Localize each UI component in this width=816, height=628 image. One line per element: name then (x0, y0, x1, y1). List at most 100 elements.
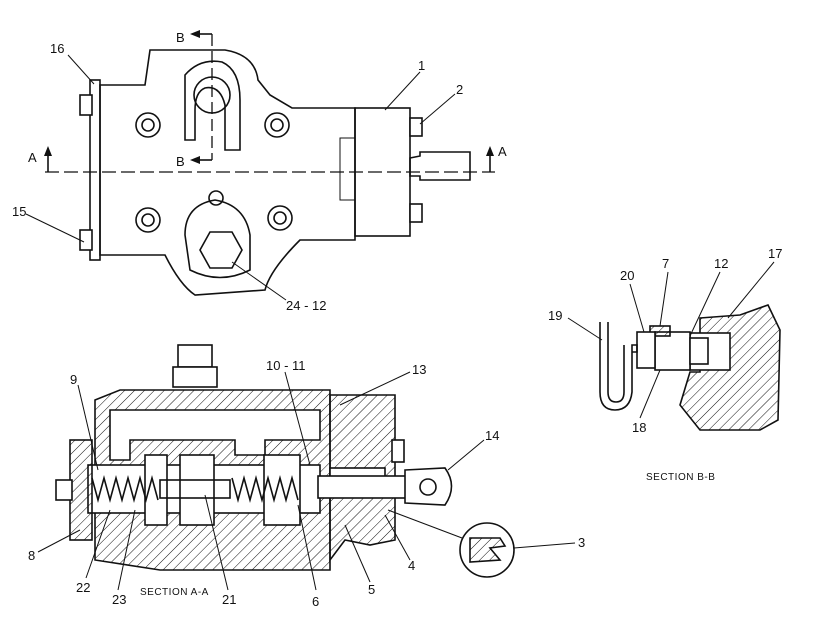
top-port-nut (172, 366, 218, 388)
leader-8 (37, 529, 81, 553)
callout-2: 2 (456, 82, 463, 97)
callout-8: 8 (28, 548, 35, 563)
callout-17: 17 (768, 246, 782, 261)
leader-19 (567, 317, 603, 341)
callout-20: 20 (620, 268, 634, 283)
seal-profile (469, 537, 507, 563)
leader-2 (419, 93, 456, 125)
clevis-pin (419, 478, 437, 496)
seal-connector (387, 509, 463, 539)
caption-section-bb: SECTION B-B (646, 472, 715, 483)
callout-6: 6 (312, 594, 319, 609)
end-bolt-bottom (79, 229, 93, 251)
mount-hole-3 (264, 112, 290, 138)
leader-5 (344, 524, 371, 583)
leader-20 (629, 283, 645, 333)
leader-10-11 (284, 371, 311, 466)
callout-22: 22 (76, 580, 90, 595)
callout-labels: 16 15 1 2 24 - 12 9 10 - 11 13 14 3 4 5 … (12, 30, 782, 609)
section-mark-a-right: A (498, 144, 507, 159)
callout-10-11: 10 - 11 (266, 358, 306, 373)
callout-13: 13 (412, 362, 426, 377)
callout-15: 15 (12, 204, 26, 219)
leader-15 (25, 213, 85, 243)
leader-3 (513, 542, 576, 549)
section-arrowhead-a-left (44, 146, 52, 156)
callout-21: 21 (222, 592, 236, 607)
leader-24-12 (231, 261, 287, 301)
callout-24-12: 24 - 12 (286, 298, 326, 313)
leader-13 (339, 371, 411, 406)
callout-16: 16 (50, 41, 64, 56)
bore-port-3 (263, 454, 301, 526)
right-spring (231, 474, 299, 504)
left-end-bolt (55, 479, 73, 501)
mount-hole-6 (141, 213, 155, 227)
seal-detail-circle (459, 522, 515, 578)
leader-4 (384, 514, 411, 561)
cover-recess (339, 137, 356, 201)
cover-bolt (391, 439, 405, 463)
callout-9: 9 (70, 372, 77, 387)
section-bb-view (567, 261, 781, 431)
section-arrowhead-a-right (486, 146, 494, 156)
lower-small-port (208, 190, 224, 206)
callout-18: 18 (632, 420, 646, 435)
leader-12 (689, 271, 721, 337)
bb-strap-inner (607, 322, 625, 403)
left-end-cap (69, 439, 93, 541)
caption-section-aa: SECTION A-A (140, 587, 209, 598)
callout-5: 5 (368, 582, 375, 597)
mount-hole-1 (135, 112, 161, 138)
callout-14: 14 (485, 428, 499, 443)
mount-hole-2 (141, 118, 155, 132)
callout-3: 3 (578, 535, 585, 550)
callout-1: 1 (418, 58, 425, 73)
callout-19: 19 (548, 308, 562, 323)
leader-14 (447, 439, 485, 471)
bb-cap-strap (599, 322, 638, 411)
bore-port-2 (179, 454, 215, 526)
bb-fitting-18 (654, 331, 691, 371)
cover-bolt-top (409, 117, 423, 137)
leader-18 (639, 369, 661, 419)
hex-plug (199, 231, 243, 269)
leader-9 (77, 384, 99, 471)
clevis (404, 467, 453, 506)
end-bolt-top (79, 94, 93, 116)
leader-22 (85, 509, 111, 579)
leader-16 (67, 54, 95, 85)
leader-17 (727, 261, 775, 319)
leader-23 (117, 509, 136, 591)
leader-1 (384, 71, 421, 111)
lower-port-boss (184, 199, 251, 279)
leader-6 (297, 504, 317, 591)
top-view (25, 30, 495, 301)
mount-hole-7 (267, 205, 293, 231)
callout-7: 7 (662, 256, 669, 271)
section-arrowhead-b-top (190, 30, 200, 38)
spool-stub (409, 151, 471, 181)
section-mark-b-top: B (176, 30, 185, 45)
left-spring (91, 474, 159, 504)
callout-23: 23 (112, 592, 126, 607)
bb-fitting-20 (636, 331, 656, 369)
mount-hole-5 (135, 207, 161, 233)
upper-port-boss (184, 60, 241, 151)
callout-4: 4 (408, 558, 415, 573)
leader-21 (204, 494, 229, 591)
internal-passage (109, 409, 321, 461)
cover-block (354, 107, 411, 237)
section-mark-b-bottom: B (176, 154, 185, 169)
spool-rod (317, 475, 409, 499)
callout-12: 12 (714, 256, 728, 271)
section-aa-view (37, 344, 576, 591)
section-mark-a-left: A (28, 150, 37, 165)
top-port-cap (177, 344, 213, 368)
section-arrowhead-b-bottom (190, 156, 200, 164)
spool-center (159, 479, 231, 499)
mount-hole-4 (270, 118, 284, 132)
cover-bolt-bottom (409, 203, 423, 223)
leader-7 (659, 271, 669, 327)
